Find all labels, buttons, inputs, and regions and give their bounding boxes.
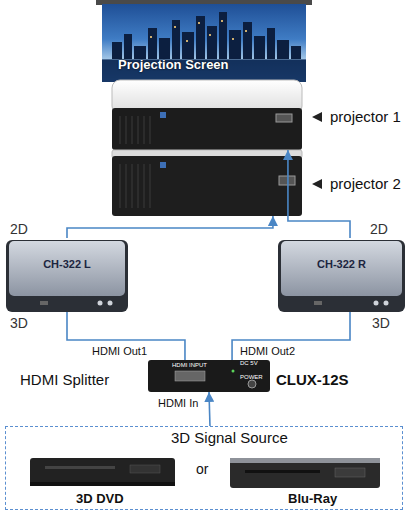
screen-art xyxy=(96,0,312,82)
node-text: Blu-Ray xyxy=(288,492,337,506)
node-text: CH-322 L xyxy=(6,258,128,270)
bluray-player-art xyxy=(230,458,380,488)
signal-mode-label: 3D xyxy=(372,316,390,331)
projector: projector 1 xyxy=(112,80,302,150)
port-label: HDMI Out1 xyxy=(92,345,147,357)
pointer-triangle xyxy=(312,179,322,189)
signal-mode-label: 3D xyxy=(10,316,28,331)
splitter-art xyxy=(148,360,270,392)
signal-mode-label: 2D xyxy=(10,222,28,237)
node-text: 3D Signal Source xyxy=(171,430,288,447)
signal-cable xyxy=(67,216,273,238)
bluray-player: Blu-Ray xyxy=(231,457,386,507)
port-label: HDMI In xyxy=(158,397,198,409)
converter-box: CH-322 L xyxy=(6,238,128,312)
projector-art xyxy=(112,150,302,216)
projector: projector 2 xyxy=(112,152,302,216)
node-text: CH-322 R xyxy=(278,258,405,270)
device-marking: HDMI INPUT xyxy=(172,362,207,369)
converter-art xyxy=(6,240,128,312)
projection-screen: Projection Screen xyxy=(100,0,308,82)
converter-art xyxy=(278,240,405,312)
projector-art xyxy=(112,80,302,150)
node-text: projector 2 xyxy=(330,176,401,193)
node-text: CLUX-12S xyxy=(276,372,349,389)
node-text: 3D DVD xyxy=(76,492,124,506)
node-text: HDMI Splitter xyxy=(20,372,109,389)
pointer-triangle xyxy=(312,112,322,122)
signal-cable xyxy=(67,312,185,360)
dvd-player-art xyxy=(30,458,175,486)
signal-cable xyxy=(232,312,350,360)
node-text: projector 1 xyxy=(330,109,401,126)
signal-mode-label: 2D xyxy=(370,222,388,237)
node-text: Projection Screen xyxy=(118,58,229,72)
device-marking: POWER xyxy=(240,374,263,381)
signal-cable xyxy=(288,150,350,238)
converter-box: CH-322 R xyxy=(278,238,405,312)
port-label: HDMI Out2 xyxy=(240,345,295,357)
device-marking: DC 5V xyxy=(240,360,258,367)
note-text: or xyxy=(196,462,208,477)
dvd-player: 3D DVD xyxy=(31,457,181,507)
signal-cable xyxy=(208,392,211,426)
